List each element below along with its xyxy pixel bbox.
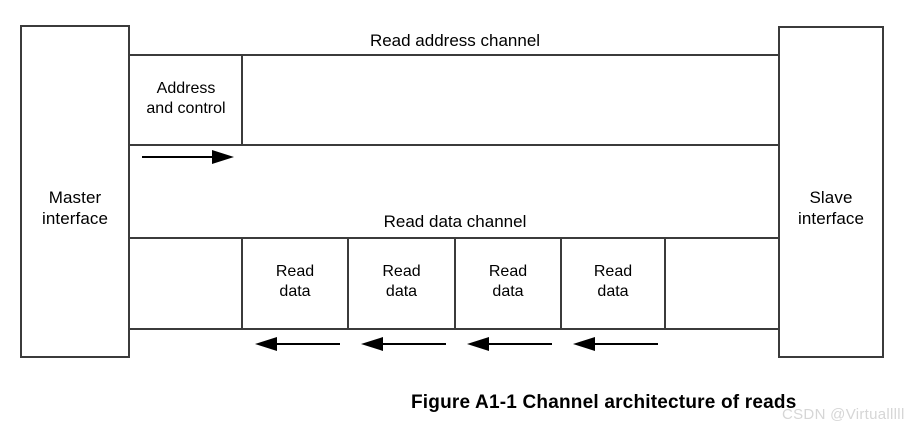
- read-address-channel-label: Read address channel: [369, 31, 541, 50]
- read-data-divider-2: [347, 237, 349, 330]
- read-data-divider-4: [560, 237, 562, 330]
- master-interface-box: Master interface: [20, 25, 130, 358]
- csdn-watermark: CSDN @Virtualllll: [782, 406, 905, 423]
- read-address-request-arrow: [142, 150, 234, 164]
- read-data-cell-4-line1: Read: [593, 263, 633, 280]
- address-and-control-line2: and control: [146, 100, 226, 117]
- read-data-cell-1: Read data: [243, 239, 347, 328]
- figure-caption: Figure A1-1 Channel architecture of read…: [411, 392, 797, 413]
- read-data-cell-3-line2: data: [492, 283, 524, 300]
- read-data-divider-5: [664, 237, 666, 330]
- address-and-control-line1: Address: [156, 80, 216, 97]
- read-data-return-arrow-2: [361, 337, 446, 351]
- read-data-cell-2: Read data: [349, 239, 454, 328]
- read-data-cell-2-line1: Read: [382, 263, 421, 280]
- read-address-channel-empty-cell: [243, 56, 778, 144]
- slave-interface-label-line2: interface: [797, 209, 865, 228]
- read-data-divider-1: [241, 237, 243, 330]
- read-data-divider-3: [454, 237, 456, 330]
- master-interface-label-line2: interface: [41, 209, 109, 228]
- address-and-control-right-divider: [241, 54, 243, 146]
- slave-interface-box: Slave interface: [778, 26, 884, 358]
- read-data-cell-3: Read data: [456, 239, 560, 328]
- read-data-cell-2-line2: data: [385, 283, 418, 300]
- read-address-channel-top-rule: [129, 54, 780, 56]
- read-data-channel-leading-empty-cell: [130, 239, 241, 328]
- read-data-cell-4: Read data: [562, 239, 664, 328]
- master-interface-label-line1: Master: [48, 188, 102, 207]
- read-data-channel-trailing-empty-cell: [666, 239, 778, 328]
- read-data-return-arrow-1: [255, 337, 340, 351]
- read-data-return-arrow-4: [573, 337, 658, 351]
- read-data-cell-1-line2: data: [279, 283, 311, 300]
- read-data-return-arrow-3: [467, 337, 552, 351]
- slave-interface-label-line1: Slave: [809, 188, 853, 207]
- read-address-channel-bottom-rule: [129, 144, 780, 146]
- read-data-cell-3-line1: Read: [488, 263, 528, 280]
- read-data-channel-label: Read data channel: [383, 212, 527, 231]
- address-and-control-cell: Address and control: [130, 56, 242, 144]
- read-data-cell-1-line1: Read: [275, 263, 315, 280]
- read-data-cell-4-line2: data: [597, 283, 629, 300]
